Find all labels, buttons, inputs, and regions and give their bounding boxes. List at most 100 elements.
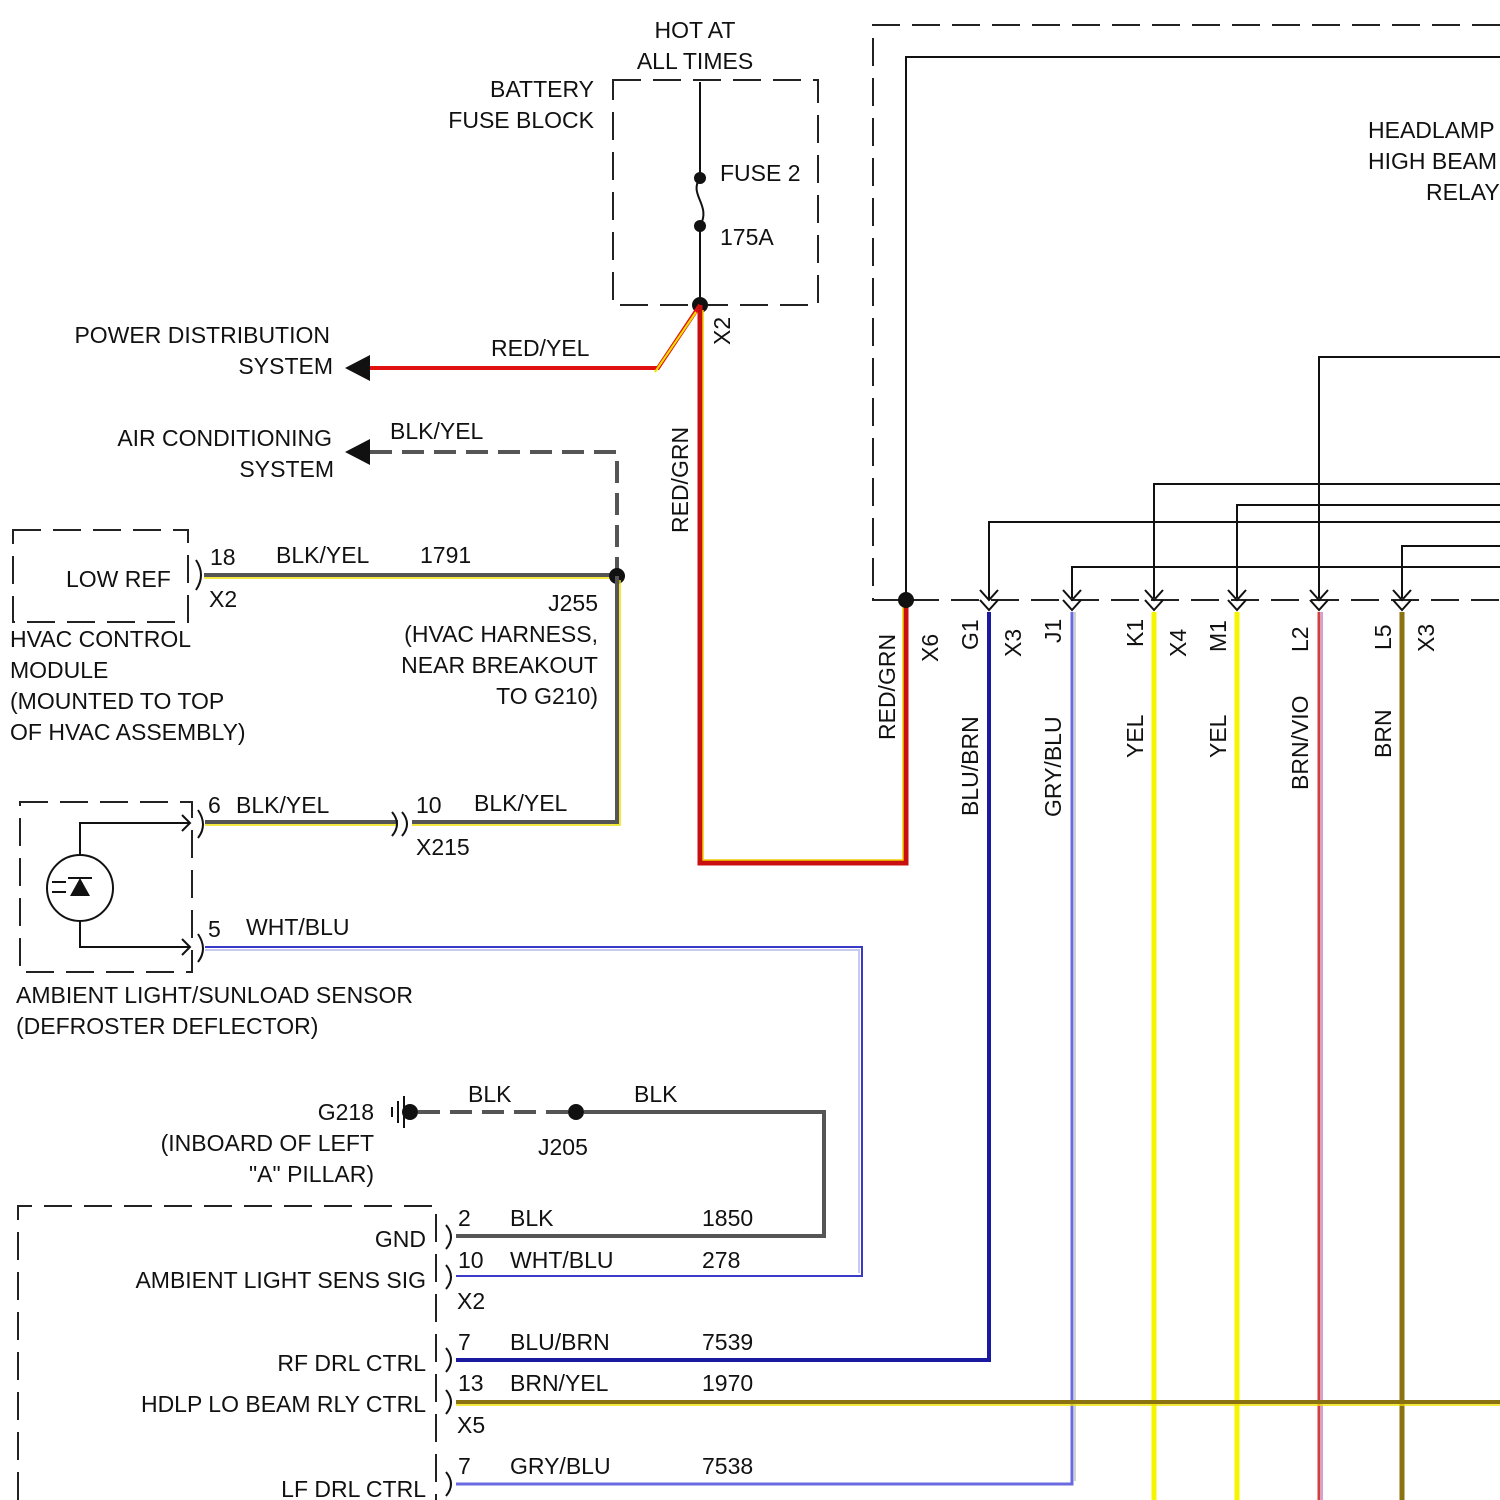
bcm-row-ambient-label: AMBIENT LIGHT SENS SIG [135, 1267, 426, 1293]
relay-pin-l5-conn: X3 [1413, 624, 1439, 652]
bcm-row-rf-drl-wire: BLU/BRN [510, 1329, 610, 1355]
bcm-row-ambient-pin: 10 [458, 1247, 484, 1273]
relay-pin-l5-wire: BRN [1370, 709, 1396, 758]
power-distribution-arrow [345, 355, 370, 381]
bcm-row-hdlp-wire: BRN/YEL [510, 1370, 609, 1396]
bcm-row-ambient-circuit: 278 [702, 1247, 740, 1273]
splice-j255-desc-2: NEAR BREAKOUT [401, 652, 598, 678]
fuse-rating: 175A [720, 224, 774, 250]
x215-connector: X215 [416, 834, 470, 860]
relay-pin-l2: L2 [1287, 626, 1313, 652]
bcm-row-gnd-circuit: 1850 [702, 1205, 753, 1231]
hvac-control-module: LOW REF 18 BLK/YEL 1791 X2 HVAC CONTROL … [10, 530, 625, 745]
control-module-connector: GND 2 BLK 1850 AMBIENT LIGHT SENS SIG 10… [18, 1205, 753, 1500]
relay-pin-g1-conn: X3 [1000, 629, 1026, 657]
relay-label-2: HIGH BEAM [1368, 148, 1497, 174]
ground-desc-1: (INBOARD OF LEFT [161, 1130, 374, 1156]
relay-pin-m1: M1 [1205, 620, 1231, 652]
bcm-row-hdlp-pin: 13 [458, 1370, 484, 1396]
splice-j205-name: J205 [538, 1134, 588, 1160]
relay-label-1: HEADLAMP [1368, 117, 1495, 143]
relay-x6-node [898, 592, 914, 608]
hvac-module-label-4: OF HVAC ASSEMBLY) [10, 719, 246, 745]
sensor-pin-5-wire: WHT/BLU [246, 914, 350, 940]
splice-j255-desc-1: (HVAC HARNESS, [404, 621, 598, 647]
ground-node [402, 1104, 418, 1120]
air-conditioning-label-2: SYSTEM [239, 456, 334, 482]
air-conditioning-arrow [345, 439, 370, 465]
red-yel-wire: POWER DISTRIBUTION SYSTEM RED/YEL [74, 305, 700, 381]
bcm-row-lf-drl-pin: 7 [458, 1453, 471, 1479]
relay-pin-g1: G1 [957, 619, 983, 650]
bcm-row-lf-drl-wire: GRY/BLU [510, 1453, 611, 1479]
red-grn-wire: RED/GRN [667, 305, 906, 863]
sensor-pin-6-wire: BLK/YEL [236, 792, 330, 818]
relay-x6-conn: X6 [917, 634, 943, 662]
sensor-pin-6: 6 [208, 792, 221, 818]
splice-j205-node [568, 1104, 584, 1120]
relay-pin-l2-wire: BRN/VIO [1287, 695, 1313, 790]
ground-name: G218 [318, 1099, 374, 1125]
air-conditioning-label-1: AIR CONDITIONING [117, 425, 332, 451]
ground-wire-right: BLK [634, 1081, 678, 1107]
hot-at-label-1: HOT AT [655, 17, 736, 43]
relay-wires: RED/GRN X6 G1 X3 BLU/BRN J1 GRY/BLU K1 X… [456, 612, 1500, 1500]
power-distribution-label-1: POWER DISTRIBUTION [74, 322, 330, 348]
red-grn-wire-label: RED/GRN [667, 427, 693, 533]
bcm-row-gnd-label: GND [375, 1226, 426, 1252]
bcm-row-hdlp-circuit: 1970 [702, 1370, 753, 1396]
hvac-module-label-3: (MOUNTED TO TOP [10, 688, 224, 714]
bcm-row-rf-drl-label: RF DRL CTRL [277, 1350, 426, 1376]
relay-pin-k1: K1 [1122, 619, 1148, 647]
bcm-row-rf-drl-circuit: 7539 [702, 1329, 753, 1355]
bcm-connector-x2: X2 [457, 1288, 485, 1314]
bcm-row-lf-drl-label: LF DRL CTRL [281, 1476, 426, 1500]
relay-pin-j1: J1 [1040, 619, 1066, 643]
fuse-name: FUSE 2 [720, 160, 801, 186]
sensor-pin-5: 5 [208, 916, 221, 942]
red-yel-wire-label: RED/YEL [491, 335, 590, 361]
air-conditioning-wire-label: BLK/YEL [390, 418, 484, 444]
power-distribution-label-2: SYSTEM [238, 353, 333, 379]
battery-fuse-block-label-2: FUSE BLOCK [448, 107, 594, 133]
fuse-terminal-top [694, 172, 706, 184]
hvac-module-label-1: HVAC CONTROL [10, 626, 191, 652]
relay-pin-j1-wire: GRY/BLU [1040, 716, 1066, 817]
fuse-block-connector: X2 [709, 317, 735, 345]
relay-pin-m1-wire: YEL [1205, 714, 1231, 758]
bcm-row-gnd-wire: BLK [510, 1205, 554, 1231]
relay-x6-wire: RED/GRN [874, 634, 900, 740]
battery-fuse-block-label-1: BATTERY [490, 76, 594, 102]
hvac-connector: X2 [209, 586, 237, 612]
splice-j255-desc-3: TO G210) [496, 683, 598, 709]
ground-desc-2: "A" PILLAR) [249, 1161, 374, 1187]
bcm-connector-x5: X5 [457, 1412, 485, 1438]
bcm-row-rf-drl-pin: 7 [458, 1329, 471, 1355]
bcm-row-lf-drl-circuit: 7538 [702, 1453, 753, 1479]
bcm-row-ambient-wire: WHT/BLU [510, 1247, 614, 1273]
bcm-row-gnd-pin: 2 [458, 1205, 471, 1231]
sensor-label-1: AMBIENT LIGHT/SUNLOAD SENSOR [16, 982, 413, 1008]
bcm-row-hdlp-label: HDLP LO BEAM RLY CTRL [141, 1391, 426, 1417]
sensor-label-2: (DEFROSTER DEFLECTOR) [16, 1013, 318, 1039]
splice-j255-name: J255 [548, 590, 598, 616]
low-ref-label: LOW REF [66, 566, 171, 592]
ambient-light-sensor: 6 BLK/YEL 10 BLK/YEL X215 5 WHT/BLU AMBI… [16, 576, 862, 1276]
relay-pin-k1-wire: YEL [1122, 714, 1148, 758]
fuse-terminal-bottom [694, 220, 706, 232]
ground-wire-left: BLK [468, 1081, 512, 1107]
relay-pin-k1-conn: X4 [1165, 629, 1191, 657]
headlamp-high-beam-relay: HEADLAMP HIGH BEAM RELAY [873, 25, 1500, 610]
hvac-circuit-number: 1791 [420, 542, 471, 568]
x215-pin-10: 10 [416, 792, 442, 818]
hvac-module-label-2: MODULE [10, 657, 108, 683]
hot-at-label-2: ALL TIMES [637, 48, 753, 74]
battery-fuse-block: HOT AT ALL TIMES BATTERY FUSE BLOCK FUSE… [448, 17, 818, 345]
relay-label-3: RELAY [1426, 179, 1500, 205]
relay-pin-g1-wire: BLU/BRN [957, 716, 983, 816]
relay-pin-l5: L5 [1370, 624, 1396, 650]
hvac-pin-18: 18 [210, 544, 236, 570]
x215-wire: BLK/YEL [474, 790, 568, 816]
hvac-wire-color: BLK/YEL [276, 542, 370, 568]
